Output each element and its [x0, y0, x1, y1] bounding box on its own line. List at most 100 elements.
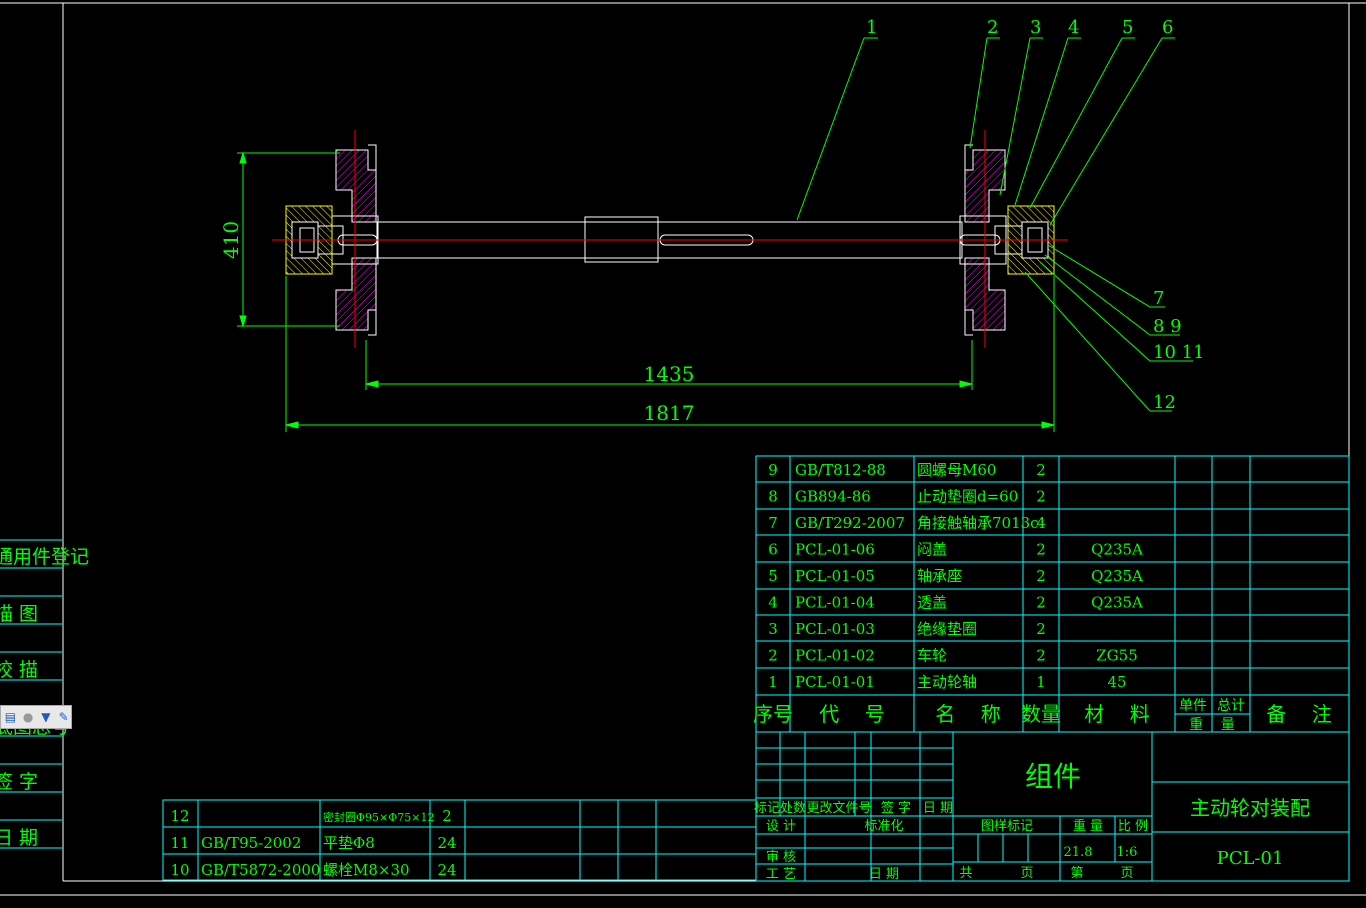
bom-row-qty: 2	[1036, 567, 1046, 585]
scale-label: 比 例	[1118, 819, 1148, 834]
title-block: 组件 主动轮对装配 PCL-01 标记 处数 更改文件号 签 字 日 期 设 计…	[754, 731, 1350, 882]
stamp-tracing: 描 图	[0, 603, 38, 625]
weight-label: 重 量	[1073, 818, 1103, 834]
extra-row-name: 密封圈Φ95×Φ75×12	[323, 810, 434, 824]
stamp-registration: 通用件登记	[0, 546, 89, 568]
stamp-date: 日 期	[0, 827, 38, 849]
bom-row-name: 轴承座	[917, 567, 962, 585]
bom-row-qty: 2	[1036, 594, 1046, 612]
balloon-5: 5	[1122, 17, 1133, 38]
bom-header-name: 名 称	[935, 702, 1000, 726]
bom-row-code: PCL-01-04	[795, 594, 875, 612]
weight-value: 21.8	[1064, 845, 1093, 860]
side-stamp-column: 通用件登记 描 图 校 描 底图总号 签 字 日 期	[0, 539, 89, 849]
sheet-number-label: 第	[1070, 866, 1083, 881]
dimension-lines	[237, 151, 1055, 432]
balloon-12: 12	[1153, 392, 1176, 413]
bom-row-qty: 2	[1036, 488, 1046, 506]
bom-row-material: Q235A	[1091, 567, 1143, 585]
role-date: 日 期	[869, 867, 899, 882]
bom-header-no: 序号	[753, 702, 793, 726]
bom-row-code: PCL-01-01	[795, 673, 875, 691]
extra-row-no: 12	[170, 807, 189, 825]
drawing-number: PCL-01	[1217, 848, 1284, 869]
bom-row-code: PCL-01-05	[795, 567, 875, 585]
bom-row-no: 5	[768, 567, 778, 585]
bom-row-code: GB894-86	[795, 488, 871, 506]
balloon-3: 3	[1030, 17, 1041, 38]
bom-row-name: 闷盖	[917, 541, 947, 559]
layers-icon[interactable]: ▤	[4, 710, 17, 724]
balloon-8-9: 8 9	[1153, 316, 1182, 337]
wrench-icon[interactable]: ✎	[58, 710, 69, 724]
stamp-signature: 签 字	[0, 771, 38, 793]
dim-height: 410	[219, 221, 243, 259]
bom-row-qty: 1	[1036, 673, 1046, 691]
bom-row-name: 角接触轴承7013c	[917, 514, 1039, 532]
balloon-1: 1	[866, 17, 877, 38]
bom-row-material: ZG55	[1096, 647, 1138, 665]
rev-header-date: 日 期	[923, 801, 953, 816]
balloon-10-11: 10 11	[1153, 342, 1205, 363]
bom-header-total: 总计	[1217, 698, 1245, 714]
leader-lines	[796, 37, 1193, 412]
extra-row-qty: 24	[437, 861, 456, 879]
extra-row-qty: 2	[442, 807, 452, 825]
rev-header-sign: 签 字	[881, 800, 911, 816]
extra-row-qty: 24	[437, 834, 456, 852]
bom-header-qty: 数量	[1021, 702, 1061, 726]
scale-value: 1:6	[1117, 845, 1138, 860]
bom-row-code: PCL-01-06	[795, 541, 875, 559]
balloon-7: 7	[1153, 288, 1164, 309]
bom-row-name: 透盖	[917, 594, 947, 612]
bom-row-material: 45	[1107, 673, 1126, 691]
extra-row-no: 10	[170, 861, 189, 879]
assembly-view[interactable]: 410 1435 1817 1 2 3 4 5 6 7 8 9 10 11	[219, 17, 1205, 432]
bom-row-code: GB/T292-2007	[795, 514, 905, 532]
extra-row-code: GB/T5872-2000	[201, 861, 320, 879]
drawing-title: 主动轮对装配	[1190, 796, 1310, 820]
bom-row-material: Q235A	[1091, 594, 1143, 612]
bom-row-qty: 2	[1036, 620, 1046, 638]
bom-row-no: 3	[768, 620, 778, 638]
extra-row-no: 11	[170, 834, 189, 852]
rev-header-doc: 更改文件号	[806, 801, 871, 816]
bom-row-name: 止动垫圈d=60	[917, 488, 1018, 506]
total-sheets-label: 共	[959, 866, 972, 881]
extra-row-code: GB/T95-2002	[201, 834, 301, 852]
bom-row-no: 7	[768, 514, 778, 532]
bom-row-name: 车轮	[917, 647, 947, 665]
centerlines	[272, 130, 1068, 348]
bom-row-no: 9	[768, 461, 778, 479]
floating-toolbar[interactable]: ▤ ● ▼ ✎	[0, 705, 72, 729]
extra-row-name: 平垫Φ8	[323, 834, 375, 852]
stamp-check: 校 描	[0, 659, 38, 681]
role-process: 工 艺	[766, 867, 796, 882]
total-sheets-unit: 页	[1020, 866, 1033, 881]
role-review: 审 核	[766, 850, 796, 865]
bom-header-material: 材 料	[1084, 702, 1149, 726]
stage-mark-label: 图样标记	[981, 819, 1033, 834]
bom-row-no: 8	[768, 488, 778, 506]
bom-row-qty: 2	[1036, 461, 1046, 479]
bom-row-qty: 2	[1036, 647, 1046, 665]
bom-row-code: PCL-01-03	[795, 620, 875, 638]
dim-gauge: 1435	[644, 362, 695, 386]
balloon-2: 2	[987, 17, 998, 38]
bom-header-unit: 单件	[1179, 698, 1207, 714]
bom-row-code: PCL-01-02	[795, 647, 875, 665]
bom-row-name: 绝缘垫圈	[917, 620, 977, 638]
bom-header-remark: 备 注	[1266, 702, 1331, 726]
bom-row-name: 主动轮轴	[917, 673, 977, 691]
bom-row-material: Q235A	[1091, 541, 1143, 559]
bom-row-no: 6	[768, 541, 778, 559]
bom-header-code: 代 号	[819, 702, 884, 726]
user-icon[interactable]: ●	[22, 710, 34, 724]
balloon-4: 4	[1068, 17, 1079, 38]
role-standard: 标准化	[864, 819, 903, 834]
tshirt-icon[interactable]: ▼	[41, 710, 51, 724]
bom-row-no: 4	[768, 594, 778, 612]
